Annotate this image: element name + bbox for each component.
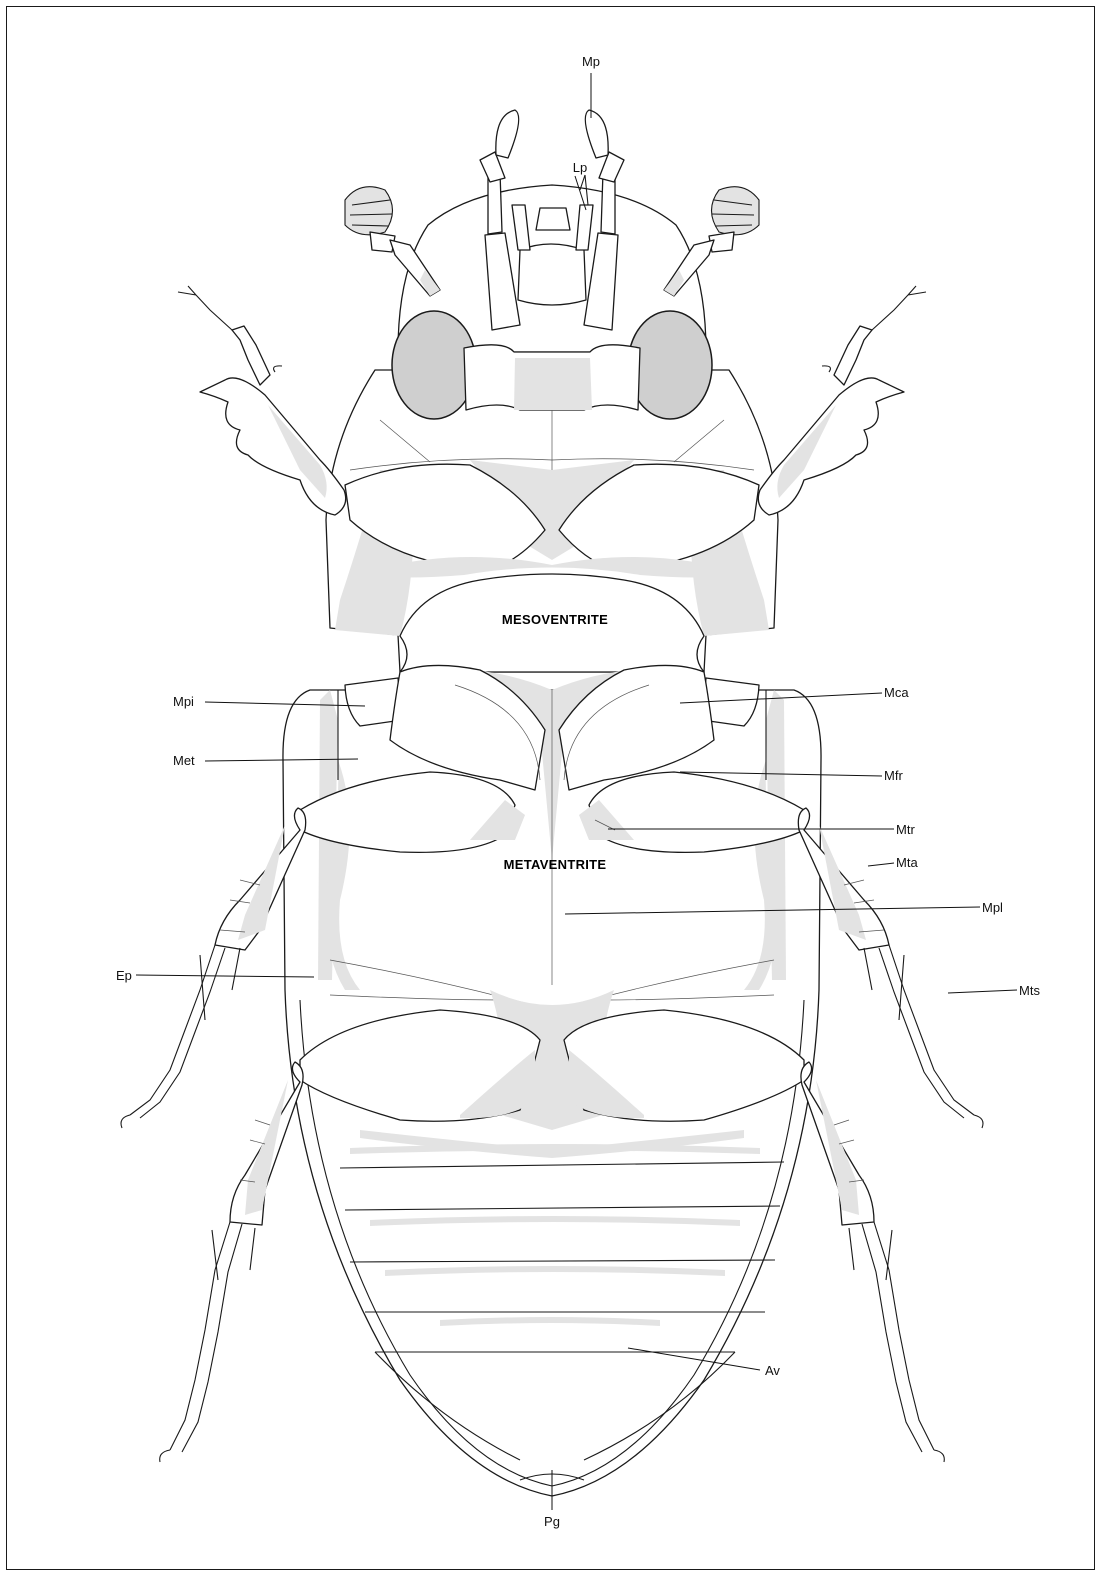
label-met: Met <box>173 753 195 768</box>
label-mp: Mp <box>582 54 600 69</box>
maxillary-palp-right <box>585 110 608 158</box>
label-ep: Ep <box>116 968 132 983</box>
mouthparts <box>480 110 624 330</box>
label-lp: Lp <box>573 160 587 175</box>
hind-leg-right <box>801 1062 944 1462</box>
maxillary-palp-left <box>496 110 519 158</box>
mid-leg-left <box>121 808 306 1128</box>
label-mca: Mca <box>884 685 909 700</box>
label-mpl: Mpl <box>982 900 1003 915</box>
label-mta: Mta <box>896 855 918 870</box>
label-mtr: Mtr <box>896 822 915 837</box>
hind-leg-left <box>160 1062 303 1462</box>
right-eye <box>628 311 712 419</box>
label-pg: Pg <box>544 1514 560 1529</box>
label-mts: Mts <box>1019 983 1040 998</box>
left-eye <box>392 311 476 419</box>
label-mpi: Mpi <box>173 694 194 709</box>
mid-leg-right <box>798 808 983 1128</box>
label-mfr: Mfr <box>884 768 903 783</box>
region-mesoventrite: MESOVENTRITE <box>502 612 608 627</box>
region-metaventrite: METAVENTRITE <box>504 857 607 872</box>
front-leg-right <box>758 286 926 515</box>
front-leg-left <box>178 286 346 515</box>
label-av: Av <box>765 1363 780 1378</box>
